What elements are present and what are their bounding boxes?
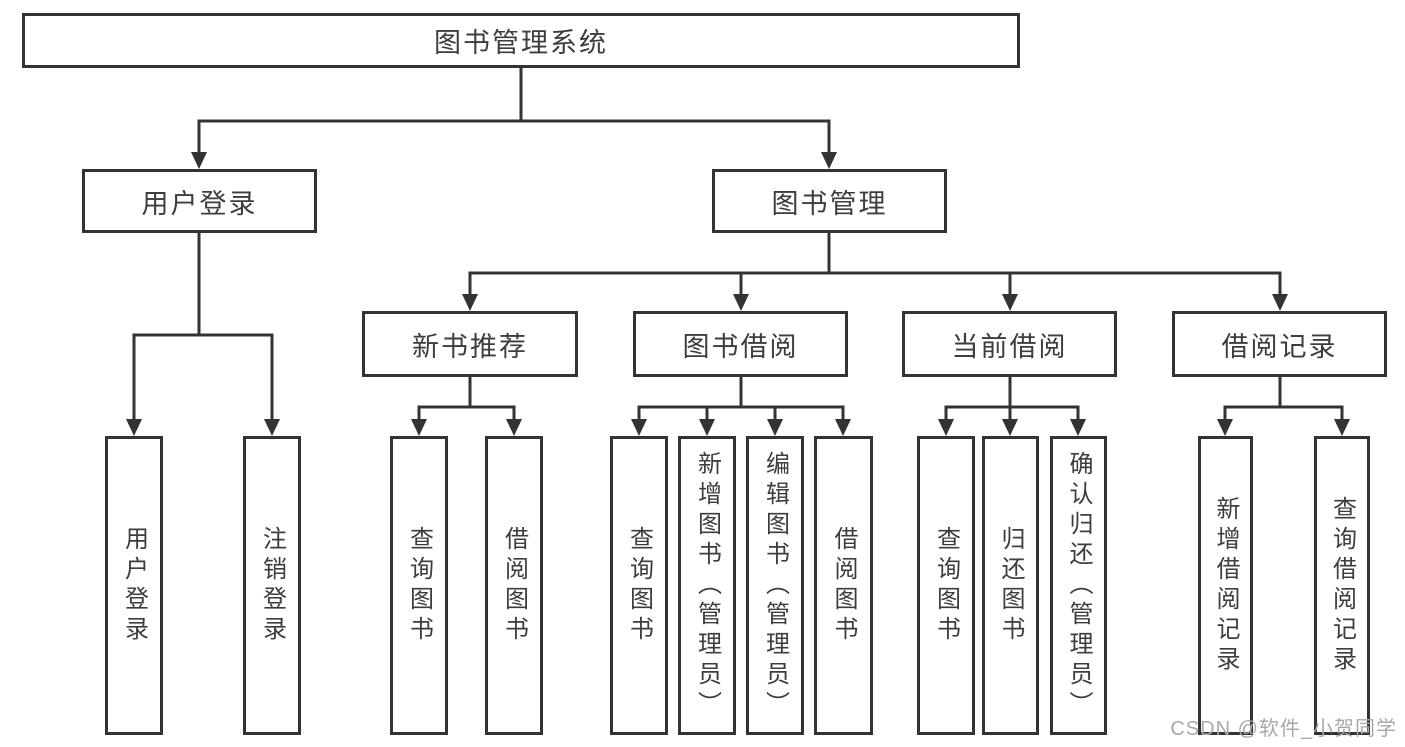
leaf-bb-add-book: 新增图书（管理员）	[678, 436, 736, 735]
leaf-cb-return-book: 归还图书	[982, 436, 1039, 735]
leaf-br-query-record: 查询借阅记录	[1314, 436, 1370, 735]
leaf-user-login: 用户登录	[105, 436, 163, 735]
leaf-bb-add-book-label: 新增图书（管理员）	[693, 450, 721, 721]
leaf-bb-borrow-book-label: 借阅图书	[830, 525, 857, 646]
node-book-borrow-label: 图书借阅	[682, 331, 799, 362]
leaf-cb-confirm-return-label: 确认归还（管理员）	[1065, 450, 1092, 721]
leaf-cb-return-book-label: 归还图书	[997, 525, 1024, 646]
node-root: 图书管理系统	[22, 13, 1020, 68]
node-root-label: 图书管理系统	[434, 28, 608, 58]
arrowhead	[1002, 294, 1018, 311]
leaf-bb-edit-book: 编辑图书（管理员）	[746, 436, 804, 735]
node-book-management: 图书管理	[712, 169, 947, 233]
arrowhead	[126, 419, 142, 436]
arrowheads	[126, 152, 1350, 436]
arrowhead	[1070, 419, 1086, 436]
node-borrow-records: 借阅记录	[1172, 311, 1387, 377]
arrowhead	[411, 419, 427, 436]
arrowhead	[631, 419, 647, 436]
node-user-login-label: 用户登录	[141, 188, 258, 219]
leaf-br-query-record-label: 查询借阅记录	[1328, 495, 1356, 676]
arrowhead	[733, 294, 749, 311]
node-borrow-records-label: 借阅记录	[1221, 331, 1338, 362]
arrowhead	[767, 419, 783, 436]
node-current-borrow-label: 当前借阅	[951, 331, 1068, 362]
arrowhead	[1002, 419, 1018, 436]
leaf-nb-borrow-book: 借阅图书	[485, 436, 543, 735]
node-new-book-recommend-label: 新书推荐	[412, 331, 528, 362]
arrowhead	[821, 152, 837, 169]
node-user-login: 用户登录	[82, 169, 317, 233]
leaf-cb-query-book: 查询图书	[917, 436, 975, 735]
arrowhead	[938, 419, 954, 436]
leaf-br-add-record: 新增借阅记录	[1198, 436, 1253, 735]
node-book-borrow: 图书借阅	[633, 311, 848, 377]
leaf-logout-label: 注销登录	[258, 525, 286, 646]
leaf-logout: 注销登录	[243, 436, 301, 735]
arrowhead	[462, 294, 478, 311]
leaf-nb-query-book-label: 查询图书	[405, 525, 433, 646]
arrowhead	[699, 419, 715, 436]
watermark: CSDN @软件_小贺同学	[1170, 718, 1397, 740]
leaf-nb-query-book: 查询图书	[390, 436, 448, 735]
arrowhead	[835, 419, 851, 436]
leaf-cb-query-book-label: 查询图书	[932, 525, 960, 646]
leaf-user-login-label: 用户登录	[120, 525, 148, 646]
connector-lines	[132, 66, 1344, 422]
leaf-bb-query-book-label: 查询图书	[625, 525, 653, 646]
leaf-bb-borrow-book: 借阅图书	[814, 436, 873, 735]
arrowhead	[264, 419, 280, 436]
leaf-cb-confirm-return: 确认归还（管理员）	[1050, 436, 1107, 735]
arrowhead	[506, 419, 522, 436]
leaf-bb-query-book: 查询图书	[610, 436, 668, 735]
arrowhead	[1334, 419, 1350, 436]
leaf-nb-borrow-book-label: 借阅图书	[500, 525, 528, 646]
leaf-br-add-record-label: 新增借阅记录	[1212, 495, 1239, 676]
node-current-borrow: 当前借阅	[902, 311, 1117, 377]
arrowhead	[1217, 419, 1233, 436]
leaf-bb-edit-book-label: 编辑图书（管理员）	[761, 450, 789, 721]
node-book-management-label: 图书管理	[771, 188, 888, 219]
arrowhead	[191, 152, 207, 169]
arrowhead	[1272, 294, 1288, 311]
node-new-book-recommend: 新书推荐	[362, 311, 578, 377]
